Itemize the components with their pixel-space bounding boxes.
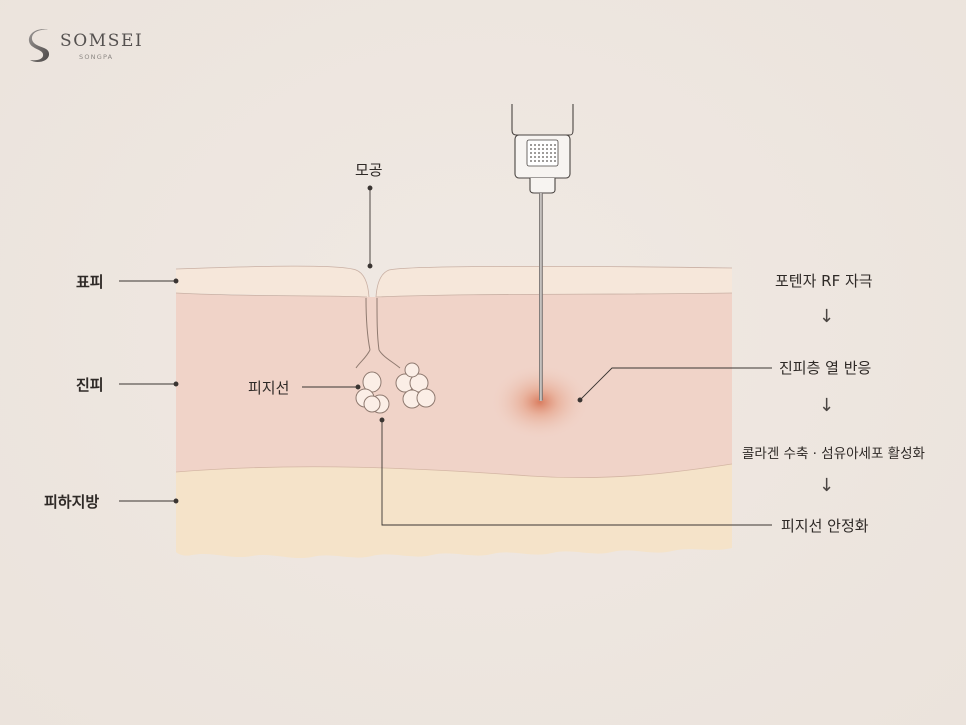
brand-name: SOMSEI: [60, 31, 144, 51]
pore-leader-line: [367, 185, 373, 269]
rf-needle: [539, 193, 543, 401]
process-arrow-3: ↓: [819, 475, 835, 496]
rf-handpiece-icon: [511, 104, 574, 194]
label-subcutaneous-fat: 피하지방: [44, 493, 100, 511]
epidermis-layer: [176, 266, 369, 297]
gland-leader-line: [302, 384, 361, 390]
dermis-layer: [176, 293, 732, 478]
label-epidermis: 표피: [76, 273, 104, 291]
process-arrow-2: ↓: [819, 395, 835, 416]
layer-leader-lines: [119, 278, 179, 504]
process-step-rf-stimulation: 포텐자 RF 자극: [775, 272, 873, 290]
heat-zone: [490, 364, 590, 440]
brand-logo: SOMSEI SONGPA: [26, 26, 146, 70]
epidermis-layer-right: [376, 266, 732, 297]
process-arrow-1: ↓: [819, 306, 835, 327]
gland-stabilization-leader-line: [379, 417, 772, 526]
heat-response-leader-line: [577, 367, 772, 403]
pore-duct: [355, 297, 401, 369]
process-step-dermis-heat-response: 진피층 열 반응: [779, 359, 872, 377]
sebaceous-gland-shape: [355, 362, 436, 414]
brand-location: SONGPA: [79, 53, 114, 61]
fat-layer: [176, 464, 732, 559]
somsei-s-mark-icon: [28, 29, 50, 63]
label-pore: 모공: [355, 161, 383, 179]
process-step-gland-stabilization: 피지선 안정화: [781, 517, 869, 535]
label-sebaceous-gland: 피지선: [248, 379, 290, 397]
process-step-collagen-fibroblast: 콜라겐 수축 · 섬유아세포 활성화: [742, 446, 925, 462]
label-dermis: 진피: [76, 376, 104, 394]
